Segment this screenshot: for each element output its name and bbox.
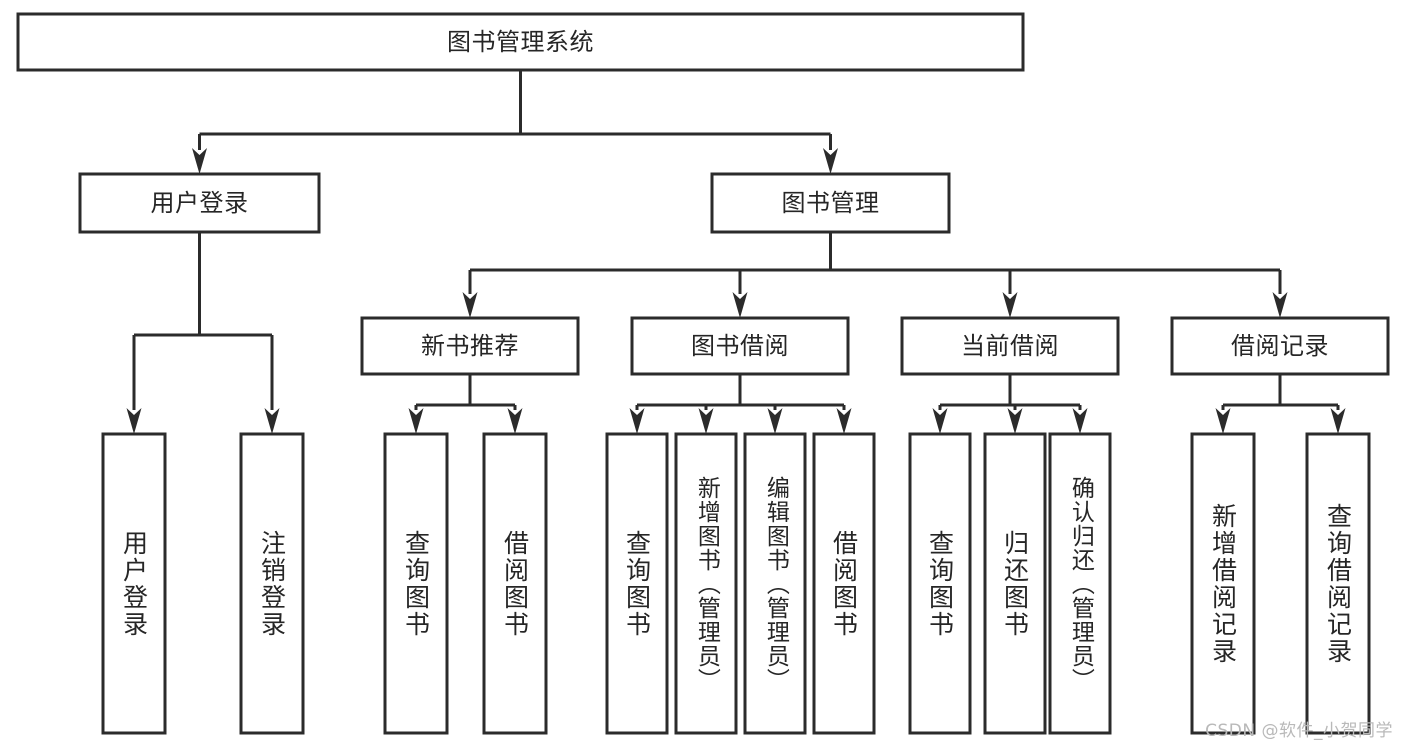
node-label-user_login: 用户登录 bbox=[151, 189, 249, 217]
arrow-head-leaf_return_book bbox=[1007, 408, 1023, 434]
arrow-head-leaf_query_book_1 bbox=[408, 408, 424, 434]
node-box-user_login[interactable] bbox=[78, 172, 321, 234]
connector-layer bbox=[126, 70, 1346, 434]
arrow-head-leaf_user_login bbox=[126, 408, 142, 434]
arrow-head-leaf_add_book bbox=[698, 408, 714, 434]
node-box-leaf_add_book[interactable] bbox=[674, 432, 738, 735]
arrow-head-leaf_query_book_2 bbox=[629, 408, 645, 434]
arrow-head-book_mgmt bbox=[823, 148, 838, 174]
node-label-new_book_rec: 新书推荐 bbox=[421, 332, 519, 360]
node-label-borrow_record: 借阅记录 bbox=[1231, 332, 1329, 360]
node-box-book_mgmt[interactable] bbox=[710, 172, 951, 234]
arrow-head-leaf_query_book_3 bbox=[932, 408, 948, 434]
node-box-current_borrow[interactable] bbox=[900, 316, 1120, 376]
node-box-leaf_borrow_book_2[interactable] bbox=[812, 432, 876, 735]
node-box-layer bbox=[16, 12, 1390, 735]
arrow-head-leaf_borrow_book_2 bbox=[836, 408, 852, 434]
node-label-current_borrow: 当前借阅 bbox=[961, 332, 1059, 360]
node-box-leaf_logout[interactable] bbox=[239, 432, 305, 735]
node-box-leaf_confirm_return[interactable] bbox=[1048, 432, 1112, 735]
node-box-leaf_return_book[interactable] bbox=[983, 432, 1047, 735]
node-box-book_borrow[interactable] bbox=[630, 316, 850, 376]
node-box-borrow_record[interactable] bbox=[1170, 316, 1390, 376]
node-box-leaf_query_book_1[interactable] bbox=[383, 432, 449, 735]
node-label-root: 图书管理系统 bbox=[447, 28, 594, 56]
node-box-leaf_query_book_2[interactable] bbox=[605, 432, 669, 735]
arrow-head-leaf_add_record bbox=[1215, 408, 1231, 434]
arrow-head-user_login bbox=[192, 148, 207, 174]
arrow-head-leaf_query_record bbox=[1330, 408, 1346, 434]
arrow-head-leaf_logout bbox=[264, 408, 280, 434]
node-box-leaf_borrow_book_1[interactable] bbox=[482, 432, 548, 735]
node-box-leaf_query_book_3[interactable] bbox=[908, 432, 972, 735]
node-box-new_book_rec[interactable] bbox=[360, 316, 580, 376]
node-box-leaf_edit_book[interactable] bbox=[743, 432, 807, 735]
node-label-book_mgmt: 图书管理 bbox=[782, 189, 880, 217]
watermark-text: CSDN @软件_小贺同学 bbox=[1205, 721, 1393, 741]
node-box-leaf_user_login[interactable] bbox=[101, 432, 167, 735]
node-box-leaf_query_record[interactable] bbox=[1305, 432, 1371, 735]
arrow-head-leaf_borrow_book_1 bbox=[507, 408, 523, 434]
arrow-head-new_book_rec bbox=[462, 292, 478, 318]
arrow-head-current_borrow bbox=[1002, 292, 1018, 318]
arrow-head-leaf_confirm_return bbox=[1072, 408, 1088, 434]
arrow-head-leaf_edit_book bbox=[767, 408, 783, 434]
node-box-root[interactable] bbox=[16, 12, 1025, 72]
arrow-head-borrow_record bbox=[1272, 292, 1288, 318]
arrow-head-book_borrow bbox=[732, 292, 748, 318]
node-box-leaf_add_record[interactable] bbox=[1190, 432, 1256, 735]
node-label-book_borrow: 图书借阅 bbox=[691, 332, 789, 360]
